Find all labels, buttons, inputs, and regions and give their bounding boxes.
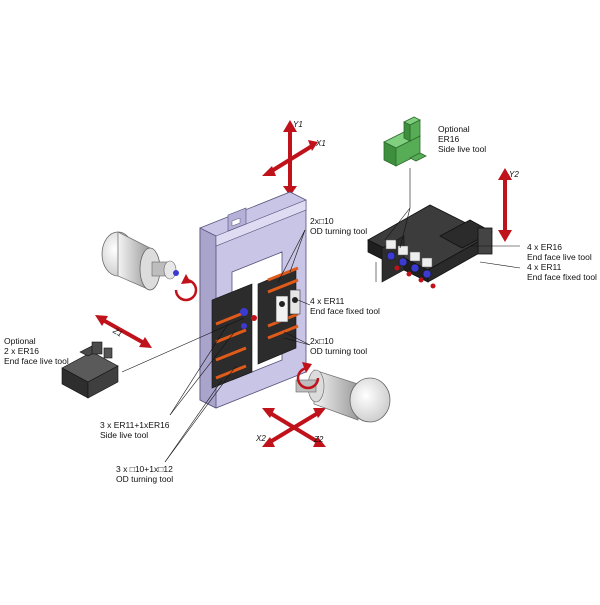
label-line: 3 x □10+1x□12 — [116, 464, 173, 474]
x1-axis-arrow — [268, 144, 314, 174]
label-line: 2x□10 — [310, 336, 334, 346]
z2-arrowhead-b — [313, 437, 326, 447]
label-line: 4 x ER16 — [527, 242, 562, 252]
z1-arrowhead-a — [95, 315, 108, 326]
y2-axis-arrows: Y2 — [498, 168, 519, 242]
axis-label-y2: Y2 — [509, 170, 519, 179]
label-line: OD turning tool — [310, 346, 368, 356]
label-od-turning-tool-top: 2x□10 OD turning tool — [310, 216, 367, 236]
label-line: 3 x ER11+1xER16 — [100, 420, 170, 430]
axis-label-x1: X1 — [315, 139, 326, 148]
z1-axis-arrows: Z1 — [95, 315, 152, 348]
label-line: Side live tool — [100, 430, 149, 440]
y2-arrowhead-up — [498, 168, 512, 180]
right-tool-block — [367, 204, 493, 289]
leader-lines — [121, 168, 521, 463]
y1-x1-axis-arrows: Y1 X1 — [262, 120, 326, 196]
label-side-live-tool-combo: 3 x ER11+1xER16 Side live tool — [100, 420, 170, 440]
main-spindle-top — [101, 231, 198, 302]
x2-axis-arrow — [268, 411, 320, 444]
label-od-turning-tool-combo: 3 x □10+1x□12 OD turning tool — [116, 464, 173, 484]
z2-arrowhead-a — [262, 408, 275, 418]
x2-arrowhead-a — [262, 437, 275, 447]
label-end-face-fixed-tool: 4 x ER11 End face fixed tool — [310, 296, 380, 316]
label-line: 4 x ER11 — [310, 296, 345, 306]
label-right-block-tools: 4 x ER16 End face live tool 4 x ER11 End… — [527, 242, 597, 282]
axis-label-x2: X2 — [255, 434, 266, 443]
label-line: Optional — [438, 124, 470, 134]
z1-arrowhead-b — [139, 337, 152, 348]
label-line: End face fixed tool — [527, 272, 597, 282]
axis-label-y1: Y1 — [293, 120, 303, 129]
label-line: 4 x ER11 — [527, 262, 562, 272]
label-line: End face fixed tool — [310, 306, 380, 316]
sub-spindle-bottom — [295, 362, 391, 423]
label-line: OD turning tool — [310, 226, 368, 236]
x1-arrowhead-left — [262, 166, 276, 176]
x2-arrowhead-b — [313, 408, 326, 418]
label-optional-er16-side-live-tool: Optional ER16 Side live tool — [438, 124, 486, 154]
left-end-face-live-tool — [61, 341, 119, 399]
y1-arrowhead-up — [283, 120, 297, 132]
right-block-tool-holders — [375, 239, 436, 289]
label-line: End face live tool — [527, 252, 592, 262]
green-side-live-tool — [383, 116, 427, 167]
label-line: OD turning tool — [116, 474, 174, 484]
label-line: 2x□10 — [310, 216, 334, 226]
axis-label-z2: Z2 — [313, 435, 324, 444]
axis-label-z1: Z1 — [111, 326, 124, 339]
x1-arrowhead-right — [308, 140, 318, 151]
label-line: 2 x ER16 — [4, 346, 39, 356]
label-line: Side live tool — [438, 144, 487, 154]
label-line: End face live tool — [4, 356, 69, 366]
x2-z2-axis-arrows: X2 Z2 — [255, 408, 326, 447]
label-od-turning-tool-mid: 2x□10 OD turning tool — [310, 336, 367, 356]
y2-arrowhead-down — [498, 230, 512, 242]
y1-arrowhead-down — [283, 186, 297, 196]
label-optional-end-face-live-tool: Optional 2 x ER16 End face live tool — [4, 336, 69, 366]
z1-axis-arrow — [102, 318, 145, 345]
label-line: ER16 — [438, 134, 460, 144]
label-line: Optional — [4, 336, 36, 346]
